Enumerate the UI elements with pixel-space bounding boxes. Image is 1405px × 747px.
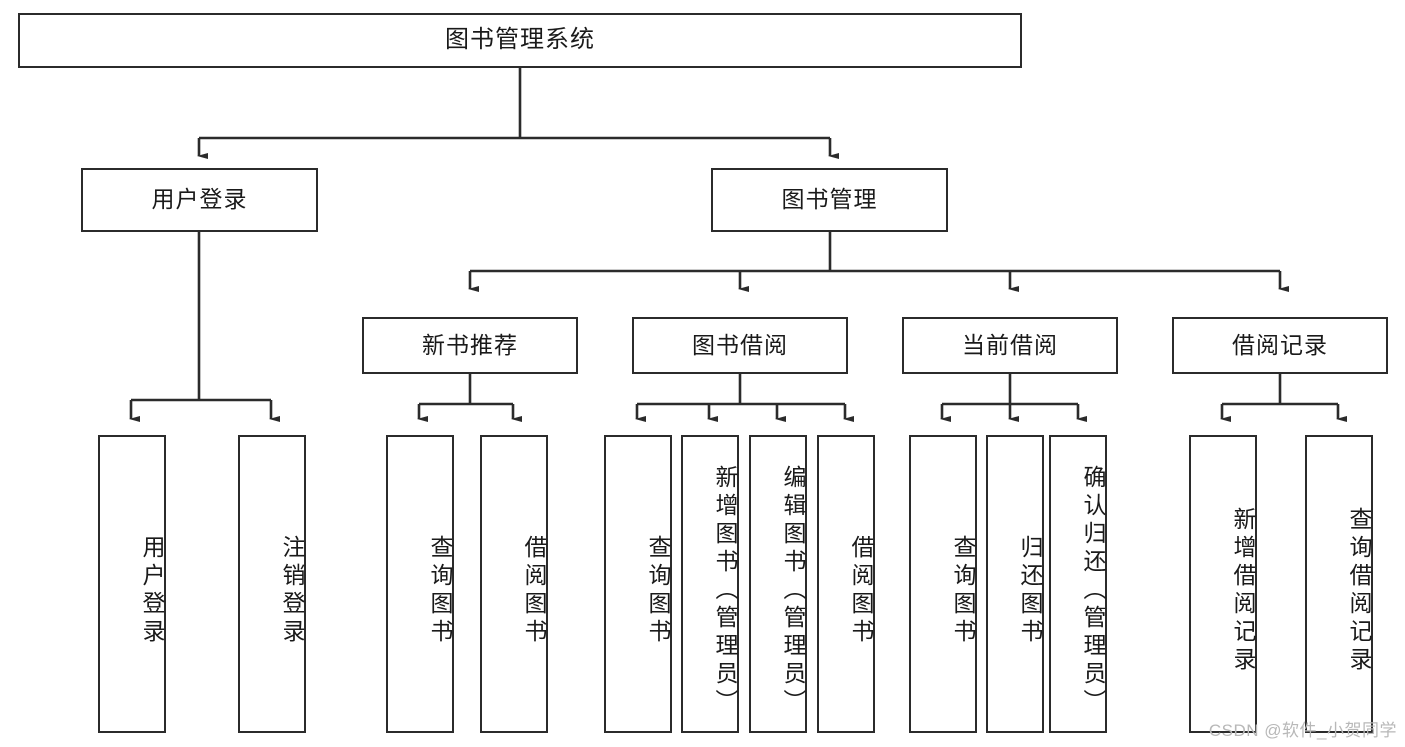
leaf-return-book[interactable]: 归还图书 (986, 435, 1044, 733)
leaf-query-book-current[interactable]: 查询图书 (909, 435, 977, 733)
leaf-add-book-admin[interactable]: 新增图书（管理员） (681, 435, 739, 733)
node-current-borrow[interactable]: 当前借阅 (902, 317, 1118, 374)
leaf-logout-login[interactable]: 注销登录 (238, 435, 306, 733)
leaf-edit-book-admin[interactable]: 编辑图书（管理员） (749, 435, 807, 733)
csdn-watermark: CSDN @软件_小贺同学 (1208, 721, 1397, 740)
leaf-borrow-book-recommend[interactable]: 借阅图书 (480, 435, 548, 733)
node-borrow-record[interactable]: 借阅记录 (1172, 317, 1388, 374)
leaf-confirm-return-admin[interactable]: 确认归还（管理员） (1049, 435, 1107, 733)
node-user-login[interactable]: 用户登录 (81, 168, 318, 232)
node-book-management[interactable]: 图书管理 (711, 168, 948, 232)
leaf-user-login[interactable]: 用户登录 (98, 435, 166, 733)
leaf-borrow-book-borrow[interactable]: 借阅图书 (817, 435, 875, 733)
leaf-query-book-recommend[interactable]: 查询图书 (386, 435, 454, 733)
node-new-book-recommend[interactable]: 新书推荐 (362, 317, 578, 374)
node-book-borrow[interactable]: 图书借阅 (632, 317, 848, 374)
leaf-query-borrow-record[interactable]: 查询借阅记录 (1305, 435, 1373, 733)
node-root-system[interactable]: 图书管理系统 (18, 13, 1022, 68)
leaf-add-borrow-record[interactable]: 新增借阅记录 (1189, 435, 1257, 733)
leaf-query-book-borrow[interactable]: 查询图书 (604, 435, 672, 733)
